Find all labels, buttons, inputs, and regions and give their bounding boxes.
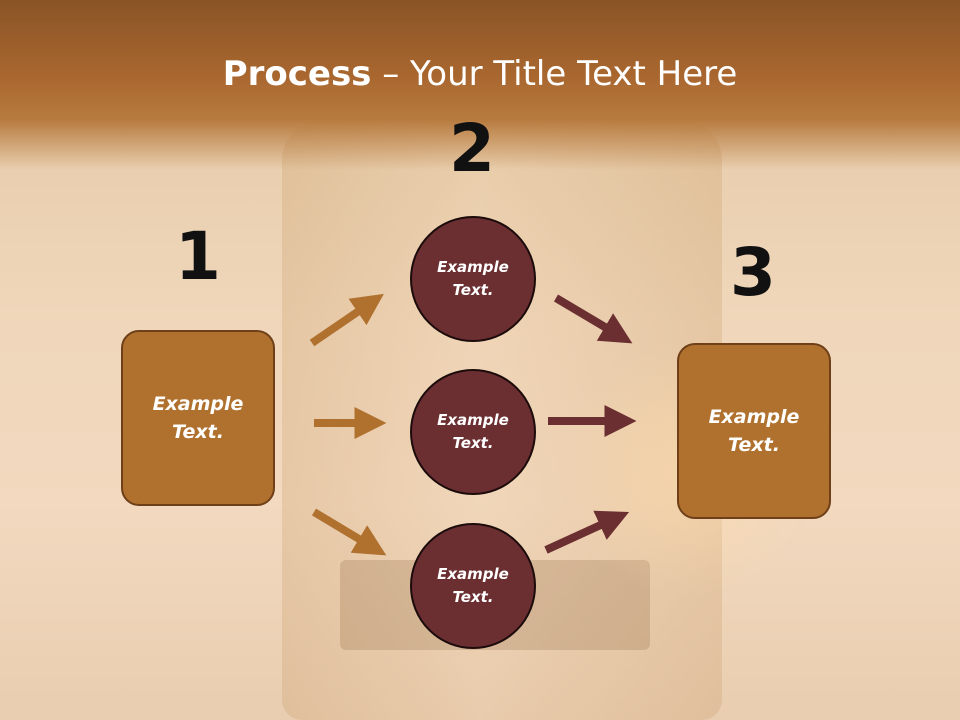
left-text-box: Example Text.	[121, 330, 275, 506]
slide-title-bold: Process	[222, 54, 372, 94]
left-text-box-label: Example Text.	[152, 392, 244, 444]
slide-title-rest: – Your Title Text Here	[371, 54, 738, 94]
slide-title: Process – Your Title Text Here	[0, 54, 960, 94]
circle-3: Example Text.	[410, 523, 536, 649]
arrow-circle-3-to-3	[544, 510, 630, 554]
circle-1-label: Example Text.	[437, 257, 509, 299]
arrow-circle-1-to-3	[553, 294, 633, 344]
circle-3-label: Example Text.	[437, 564, 509, 606]
circle-1: Example Text.	[410, 216, 536, 342]
circle-2-label: Example Text.	[437, 410, 509, 452]
step-number-1: 1	[175, 218, 221, 295]
step-number-3: 3	[730, 234, 776, 311]
step-number-2: 2	[449, 110, 495, 187]
right-text-box: Example Text.	[677, 343, 831, 519]
title-band	[0, 0, 960, 170]
circle-2: Example Text.	[410, 369, 536, 495]
arrow-1-to-circle-1	[309, 293, 384, 347]
arrow-1-to-circle-3	[311, 508, 387, 556]
right-text-box-label: Example Text.	[708, 405, 800, 457]
